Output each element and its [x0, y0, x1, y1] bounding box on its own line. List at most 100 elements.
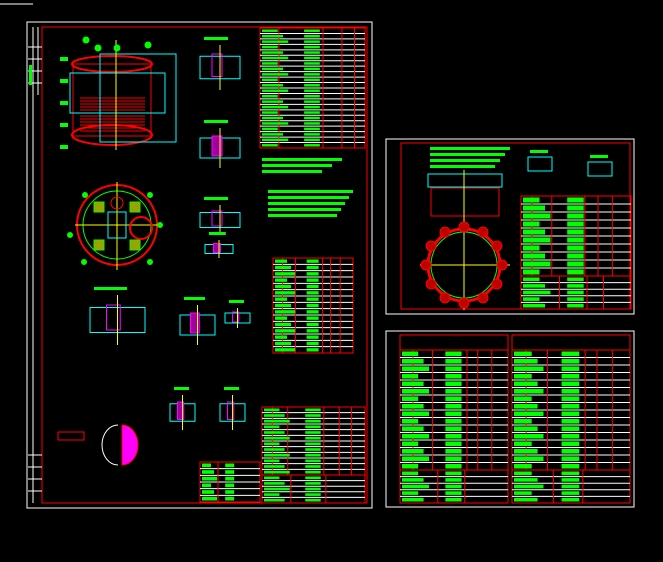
text-placeholder-block [304, 51, 320, 54]
text-placeholder-block [567, 205, 584, 211]
text-placeholder-block [275, 335, 287, 339]
text-placeholder-block [224, 387, 239, 390]
text-placeholder-block [262, 40, 289, 43]
bolt-lug [420, 259, 432, 271]
nozzle-table [272, 257, 354, 354]
text-placeholder-block [305, 459, 321, 463]
detail-view [169, 387, 196, 430]
vessel-top-head [71, 55, 153, 73]
text-placeholder-block [561, 456, 580, 461]
text-placeholder-block [445, 491, 462, 495]
text-placeholder-block [264, 436, 290, 440]
text-placeholder-block [567, 277, 584, 282]
title-block [261, 474, 366, 504]
text-placeholder-block [402, 411, 429, 416]
text-placeholder-block [402, 441, 419, 446]
text-placeholder-block [514, 434, 544, 439]
text-placeholder-block [264, 476, 280, 480]
text-placeholder-block [561, 366, 580, 371]
text-placeholder-block [275, 278, 287, 282]
text-placeholder-block [561, 389, 580, 394]
parts-list-table [261, 406, 366, 476]
text-placeholder-block [445, 484, 462, 489]
text-placeholder-block [305, 419, 321, 423]
text-placeholder-block [402, 478, 424, 482]
text-placeholder-block [225, 470, 235, 474]
text-placeholder-block [514, 411, 544, 416]
text-placeholder-block [275, 303, 291, 308]
text-placeholder-block [202, 476, 217, 481]
text-placeholder-block [305, 453, 321, 457]
text-placeholder-block [561, 449, 580, 454]
text-placeholder-block [305, 482, 321, 485]
text-placeholder-block [445, 497, 462, 502]
text-placeholder-block [514, 396, 532, 401]
text-placeholder-block [445, 478, 462, 482]
text-placeholder-block [262, 34, 283, 38]
text-placeholder-block [523, 261, 551, 267]
text-placeholder-block [430, 165, 495, 168]
text-placeholder-block [304, 133, 320, 136]
text-placeholder-block [523, 229, 545, 235]
text-placeholder-block [262, 127, 278, 131]
text-placeholder-block [225, 483, 235, 488]
text-placeholder-block [202, 470, 214, 474]
text-placeholder-block [514, 478, 538, 482]
section-hatch [212, 243, 221, 254]
nozzle-mark [82, 36, 90, 44]
text-placeholder-block [445, 456, 462, 461]
text-placeholder-block [402, 351, 419, 356]
text-placeholder-block [561, 404, 580, 409]
text-placeholder-block [262, 138, 289, 142]
detail-view [199, 37, 241, 90]
text-placeholder-block [225, 496, 235, 501]
text-placeholder-block [567, 297, 584, 301]
text-placeholder-block [262, 51, 283, 54]
text-placeholder-block [402, 419, 419, 424]
text-placeholder-block [262, 116, 283, 120]
text-placeholder-block [514, 359, 538, 364]
text-placeholder-block [304, 34, 320, 38]
text-placeholder-block [561, 478, 580, 482]
lug-pad [93, 239, 105, 251]
text-placeholder-block [561, 491, 580, 495]
text-placeholder-block [514, 389, 544, 394]
text-placeholder-block [264, 498, 285, 502]
text-placeholder-block [305, 465, 321, 468]
text-placeholder-block [306, 291, 319, 295]
text-placeholder-block [306, 341, 319, 346]
text-placeholder-block [202, 496, 217, 501]
text-placeholder-block [561, 441, 580, 446]
text-placeholder-block [268, 208, 341, 211]
sheet-outer-frame [385, 330, 635, 508]
text-placeholder-block [262, 144, 278, 147]
text-placeholder-block [264, 459, 280, 463]
text-placeholder-block [445, 374, 462, 379]
text-placeholder-block [430, 159, 500, 162]
sheet-flange [385, 138, 635, 315]
text-placeholder-block [275, 265, 291, 270]
text-placeholder-block [262, 94, 278, 98]
text-placeholder-block [514, 471, 532, 476]
sheet-parts-list [385, 330, 635, 508]
text-placeholder-block [445, 434, 462, 439]
text-placeholder-block [275, 310, 295, 314]
text-placeholder-block [402, 426, 424, 431]
bolt-lug [491, 278, 503, 290]
text-placeholder-block [567, 213, 584, 219]
part-detail [57, 431, 85, 441]
text-placeholder-block [262, 56, 289, 60]
text-placeholder-block [514, 464, 532, 469]
vessel-plan-view [67, 182, 163, 270]
sheet2-parts-table [520, 195, 632, 277]
text-placeholder-block [514, 426, 538, 431]
text-placeholder-block [305, 470, 321, 474]
text-placeholder-block [306, 303, 319, 308]
text-placeholder-block [306, 335, 319, 339]
text-placeholder-block [225, 490, 235, 494]
text-placeholder-block [306, 259, 319, 263]
section-hatch [211, 53, 223, 77]
nozzle-mark [147, 192, 153, 198]
text-placeholder-block [561, 351, 580, 356]
